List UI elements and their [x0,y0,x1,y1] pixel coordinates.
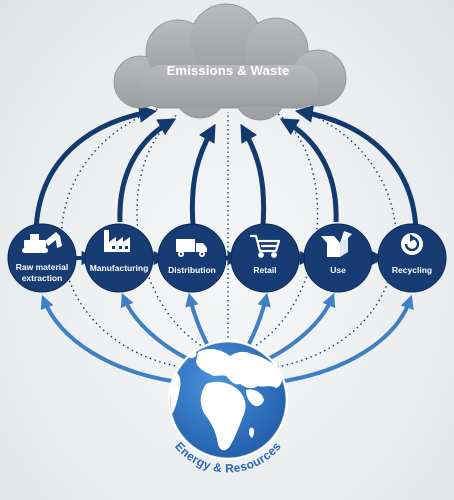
excavator-icon [22,232,62,253]
stage-manufacturing-label: Manufacturing [90,263,149,273]
stage-recycling: Recycling [377,223,447,293]
arrow-recycling-to-cloud [294,104,419,233]
arrow-globe-to-retail [246,292,271,347]
emissions-cloud: Emissions & Waste [113,3,347,121]
stage-distribution-label: Distribution [168,265,216,275]
stage-raw-material-label-1: Raw material [16,262,68,272]
stage-recycling-label: Recycling [392,265,432,275]
cloud-label: Emissions & Waste [167,63,290,78]
arrow-distribution-to-cloud [189,123,216,227]
dotted-curve-right-outer [271,107,397,369]
dotted-curve-right-inner [251,113,319,349]
shopping-cart-icon [249,234,281,258]
stage-retail: Retail [230,223,300,293]
arrow-retail-to-cloud [240,123,267,227]
arrow-manufacturing-to-cloud [117,118,177,223]
stage-raw-material: Raw material extraction [7,223,77,293]
truck-icon [176,239,207,257]
stage-raw-material-label-2: extraction [22,273,63,283]
factory-icon [104,230,130,252]
arrow-raw-to-cloud [33,104,158,233]
arrow-globe-to-raw [40,294,179,384]
arrow-globe-to-distribution [185,292,210,347]
stage-use-label: Use [330,265,346,275]
arrow-globe-to-use [265,292,336,362]
globe [168,340,288,460]
arrow-use-to-cloud [279,118,339,223]
arrow-globe-to-manufacturing [120,292,191,362]
recycle-icon [401,233,423,255]
stage-use: Use [303,223,373,293]
stage-manufacturing: Manufacturing [84,223,154,293]
arrow-globe-to-recycling [277,294,414,384]
stage-retail-label: Retail [253,265,276,275]
stage-distribution: Distribution [157,223,227,293]
open-box-icon [321,231,352,257]
